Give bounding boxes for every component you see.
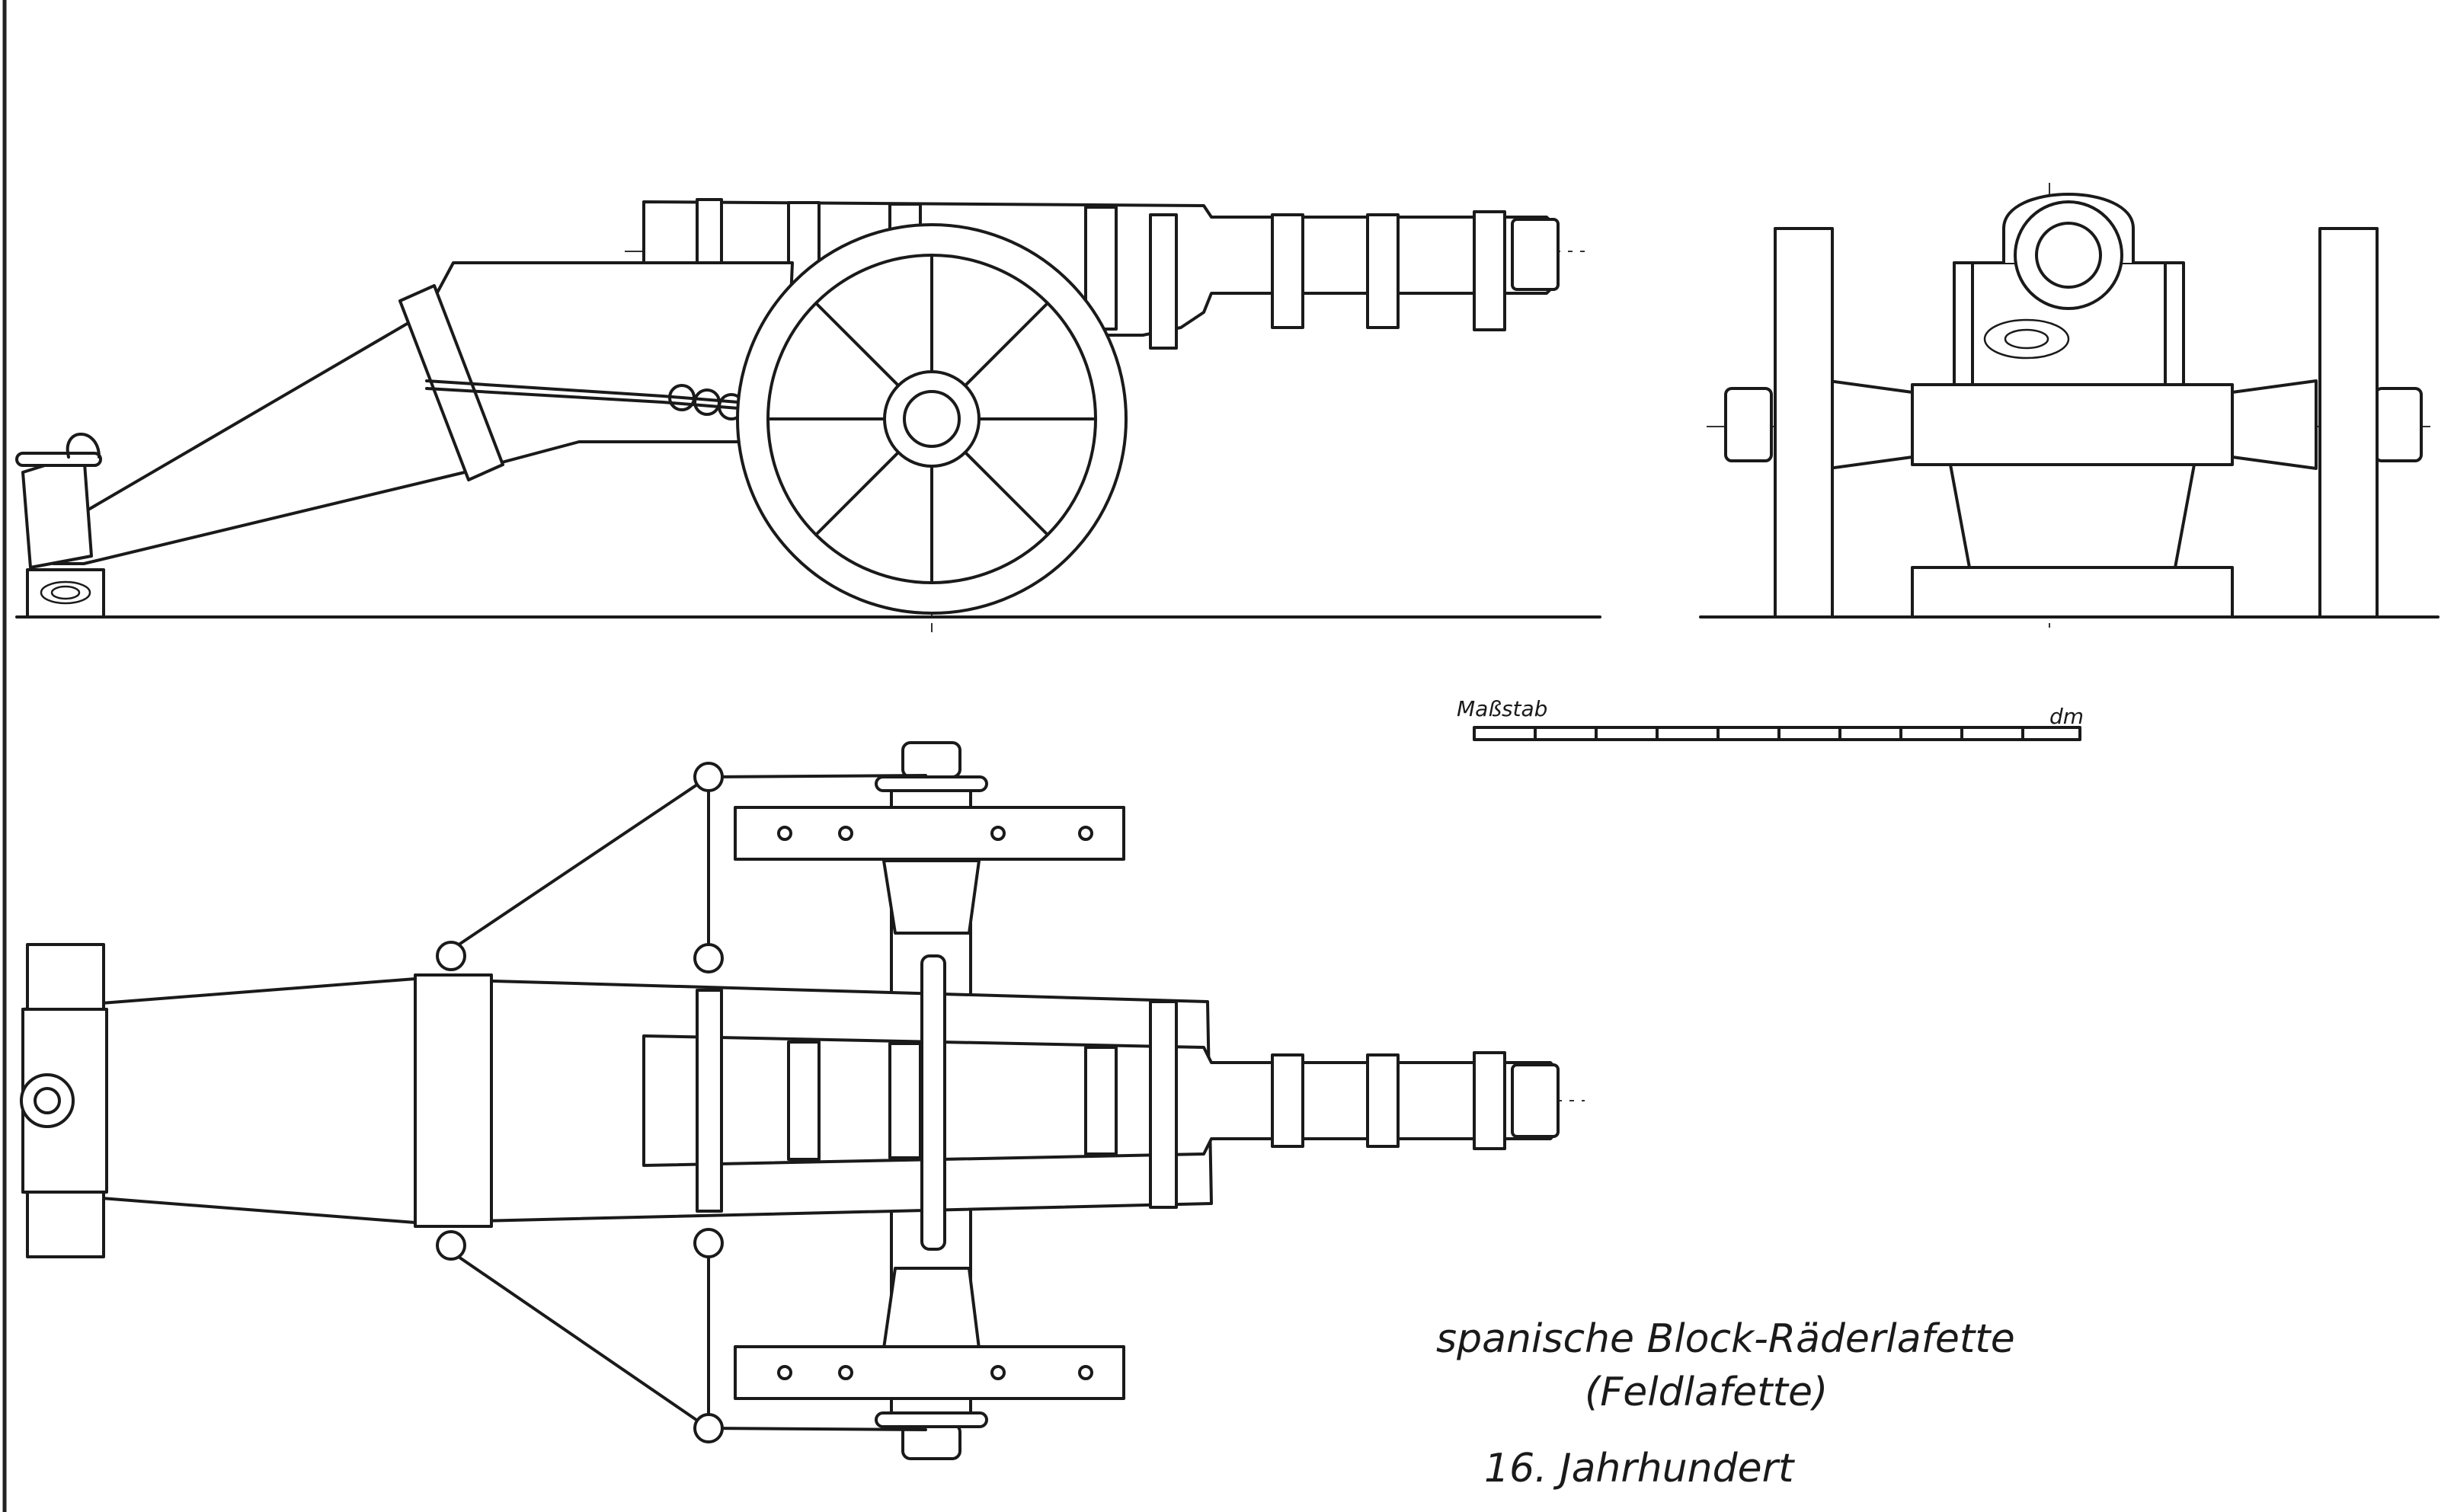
chain-link: [693, 1228, 724, 1258]
barrel-strap: [1149, 1000, 1178, 1209]
front-barrel-bore: [2035, 222, 2102, 289]
scale-label-left: Maßstab: [1457, 696, 1547, 721]
axle-pin: [875, 775, 988, 792]
front-axle-left: [1827, 379, 1914, 470]
top-wheel-upper: [734, 806, 1125, 861]
barrel-muzzle: [1511, 218, 1560, 291]
scale-bar: Maßstab dm: [1457, 696, 2084, 741]
support-block: [26, 568, 105, 619]
barrel-muzzle: [1511, 1063, 1560, 1138]
wood-grain: [2004, 328, 2049, 350]
scale-label-right: dm: [2049, 704, 2084, 729]
axle-cap: [901, 741, 961, 778]
barrel-ring: [1366, 1053, 1400, 1148]
top-view: [20, 741, 1585, 1460]
chain-link: [436, 1230, 466, 1261]
caption: spanische Block-Räderlafette (Feldlafett…: [1436, 1316, 2015, 1491]
axle-end: [1724, 387, 1773, 462]
top-trail-band: [414, 973, 493, 1228]
barrel-ring: [888, 1042, 922, 1159]
caption-subtitle: (Feldlafette): [1585, 1370, 1828, 1415]
front-axle-right: [2231, 379, 2318, 470]
caption-date: 16. Jahrhundert: [1484, 1446, 1795, 1491]
barrel-ring: [787, 1040, 821, 1161]
barrel-strap: [696, 989, 723, 1213]
top-wheel-lower: [734, 1345, 1125, 1400]
side-wheel-rim-inner: [766, 254, 1097, 584]
top-lashing-lower: [440, 1244, 927, 1431]
wood-grain: [1983, 318, 2070, 360]
scale-ticks: [1534, 726, 2024, 741]
top-trail-ring-inner: [34, 1087, 61, 1114]
chain-link: [436, 941, 466, 971]
barrel-ring: [1366, 213, 1400, 329]
wheel-bolt: [838, 826, 853, 841]
wheel-bolt: [1078, 1365, 1093, 1380]
trail-ring-handle: [66, 433, 101, 459]
barrel-ring: [1473, 210, 1506, 331]
chain-link: [693, 1413, 724, 1443]
barrel-ring: [1473, 1051, 1506, 1150]
trail-end-cap: [21, 452, 93, 569]
side-wheel-hub-inner: [903, 390, 961, 448]
top-axle-flare: [882, 1267, 981, 1350]
wood-grain: [50, 585, 81, 600]
front-base-plank: [1911, 566, 2234, 619]
wheel-bolt: [838, 1365, 853, 1380]
front-wheel-left: [1774, 227, 1834, 619]
wheel-bolt: [777, 1365, 792, 1380]
front-axle-bed: [1911, 383, 2234, 466]
wheel-bolt: [1078, 826, 1093, 841]
barrel-strap: [1149, 213, 1178, 350]
wheel-bolt: [990, 1365, 1006, 1380]
chain-link: [693, 762, 724, 792]
wood-grain: [40, 580, 91, 605]
top-lashing-upper: [440, 774, 927, 957]
front-block: [1949, 463, 2196, 569]
top-axle-flare: [882, 859, 981, 935]
front-strap: [2164, 261, 2185, 386]
axle-end: [2374, 387, 2423, 462]
barrel-ring: [1271, 1053, 1304, 1148]
axle-pin: [875, 1411, 988, 1428]
axle-strap: [920, 954, 946, 1251]
wheel-bolt: [777, 826, 792, 841]
front-wheel-right: [2318, 227, 2379, 619]
chain-link: [693, 943, 724, 973]
wheel-bolt: [990, 826, 1006, 841]
trail-ring: [15, 452, 102, 467]
front-view: [1699, 183, 2440, 632]
caption-title: spanische Block-Räderlafette: [1436, 1316, 2015, 1362]
barrel-ring: [1271, 213, 1304, 329]
side-view: [15, 198, 1601, 632]
barrel-ring: [1084, 1046, 1118, 1156]
scale-bar-body: [1473, 726, 2081, 741]
front-strap: [1953, 261, 1974, 386]
chain-link: [668, 384, 696, 411]
